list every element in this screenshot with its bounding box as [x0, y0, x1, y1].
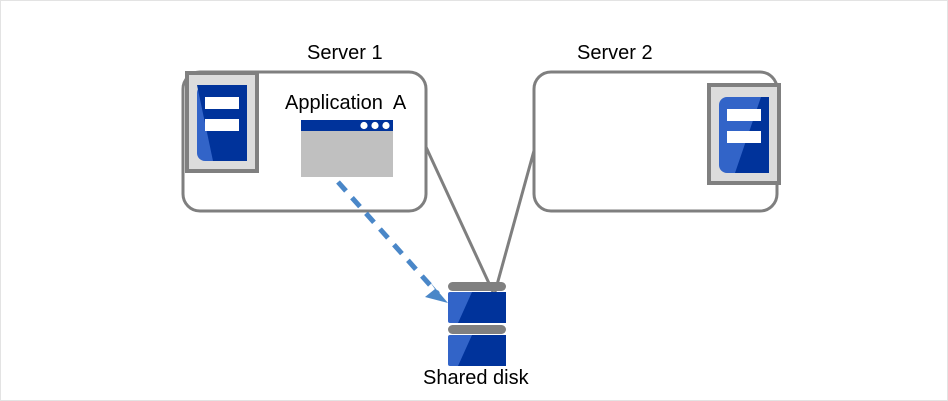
server-icon	[707, 83, 781, 185]
app-window-icon[interactable]	[301, 120, 393, 177]
window-dot-icon	[382, 121, 390, 130]
shared-disk-label: Shared disk	[423, 367, 529, 389]
server-icon	[185, 71, 259, 173]
dashed-access-arrow	[336, 180, 448, 303]
application-a-label: Application A	[285, 92, 407, 114]
disk-bar-icon	[448, 325, 506, 334]
window-dot-icon	[371, 121, 379, 130]
disk-bar-icon	[448, 282, 506, 291]
server1-label: Server 1	[307, 42, 383, 64]
connector-server2-to-disk	[493, 146, 537, 293]
server2-label: Server 2	[577, 42, 653, 64]
window-dot-icon	[360, 121, 368, 130]
connector-server1-to-disk	[424, 146, 495, 293]
disk-stack-icon[interactable]	[448, 282, 506, 366]
